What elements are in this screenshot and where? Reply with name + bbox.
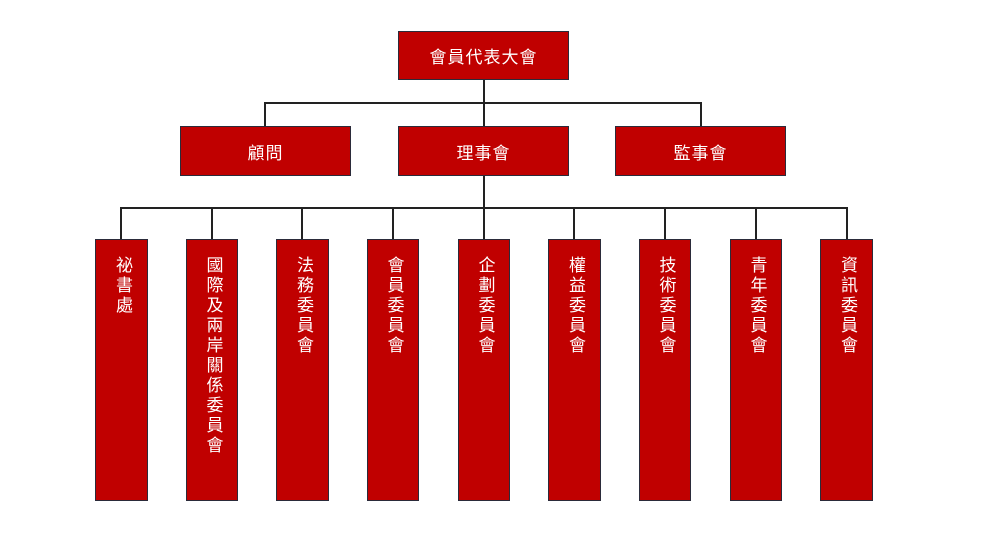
connector-to-youth: [755, 207, 757, 240]
node-label: 青年委員會: [746, 256, 767, 356]
connector-root-down: [483, 79, 485, 103]
connector-to-rights: [573, 207, 575, 240]
node-membership: 會員委員會: [367, 239, 419, 501]
node-label: 技術委員會: [655, 256, 676, 356]
connector-to-legal: [301, 207, 303, 240]
node-intl-relations: 國際及兩岸關係委員會: [186, 239, 238, 501]
node-label: 祕書處: [112, 256, 132, 316]
node-label: 企劃委員會: [474, 256, 495, 356]
node-supervisors: 監事會: [615, 126, 786, 176]
node-advisor: 顧問: [180, 126, 351, 176]
node-label: 國際及兩岸關係委員會: [202, 256, 223, 456]
node-label: 會員代表大會: [429, 48, 538, 68]
connector-to-secretariat: [120, 207, 122, 240]
connector-to-technical: [664, 207, 666, 240]
node-board: 理事會: [398, 126, 569, 176]
connector-to-membership: [392, 207, 394, 240]
node-label: 資訊委員會: [837, 256, 857, 356]
node-general-assembly: 會員代表大會: [398, 31, 569, 80]
node-legal: 法務委員會: [276, 239, 329, 501]
connector-to-intl: [211, 207, 213, 240]
node-label: 會員委員會: [383, 256, 404, 356]
connector-board-down: [483, 175, 485, 209]
node-label: 權益委員會: [565, 256, 585, 356]
node-it: 資訊委員會: [820, 239, 873, 501]
node-label: 理事會: [456, 143, 511, 164]
node-secretariat: 祕書處: [95, 239, 148, 501]
node-youth: 青年委員會: [730, 239, 782, 501]
node-rights: 權益委員會: [548, 239, 601, 501]
connector-to-board: [483, 102, 485, 127]
node-label: 顧問: [247, 143, 284, 164]
connector-to-it: [846, 207, 848, 240]
connector-to-planning: [483, 207, 485, 240]
node-technical: 技術委員會: [639, 239, 691, 501]
connector-to-supervisors: [700, 102, 702, 127]
node-planning: 企劃委員會: [458, 239, 510, 501]
connector-to-advisor: [264, 102, 266, 127]
node-label: 法務委員會: [293, 256, 313, 356]
node-label: 監事會: [673, 143, 728, 164]
